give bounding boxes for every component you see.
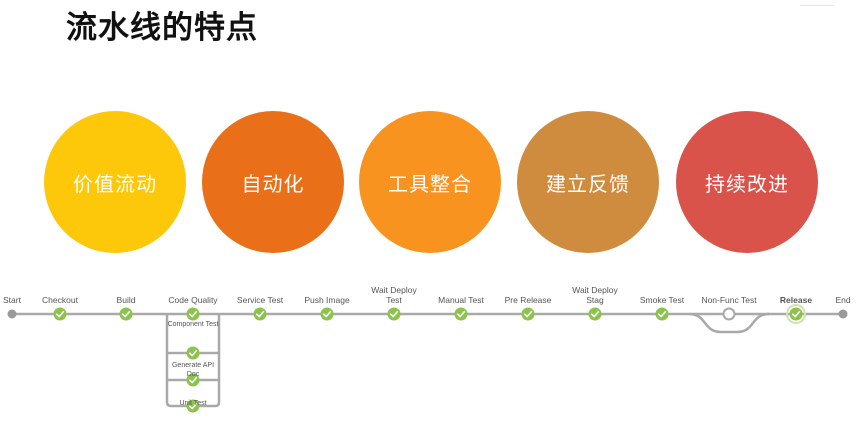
feature-label: 工具整合 [388, 171, 472, 196]
stage-label: Smoke Test [640, 295, 685, 305]
parallel-stage-node-check [189, 376, 198, 384]
stage-node [119, 307, 133, 321]
stage-node [454, 307, 468, 321]
parallel-branch-left [165, 314, 193, 408]
parallel-stage-node-check [189, 349, 198, 357]
non-func-branch [688, 312, 770, 334]
stage-node [722, 307, 736, 321]
stage-label: Service Test [237, 295, 284, 305]
stage-node-check [658, 310, 667, 318]
parallel-stage-node [186, 346, 200, 360]
stage-node [655, 307, 669, 321]
stage-label: Code Quality [168, 295, 218, 305]
parallel-stage-node [186, 373, 200, 387]
end-node [838, 309, 848, 319]
feature-label: 建立反馈 [546, 171, 630, 196]
stage-node-check [189, 310, 198, 318]
start-node [7, 309, 17, 319]
end-label: End [835, 295, 850, 305]
feature-circle-continuous-improvement: 持续改进 [676, 111, 818, 253]
feature-circle-automation: 自动化 [202, 111, 344, 253]
stage-node-halo [786, 304, 806, 324]
stage-node [320, 307, 334, 321]
page-title: 流水线的特点 [66, 10, 258, 46]
start-label: Start [3, 295, 22, 305]
parallel-stage-label: Component Test [168, 321, 219, 328]
parallel-stage-label: Generate API [172, 362, 214, 369]
stage-node [789, 307, 803, 321]
parallel-stage-node [186, 399, 200, 413]
stage-label: Stag [586, 295, 604, 305]
stage-node [253, 307, 267, 321]
corner-mark [800, 0, 834, 6]
stage-node [588, 307, 602, 321]
stage-node-check [457, 310, 466, 318]
stage-node [53, 307, 67, 321]
stage-node-check [524, 310, 533, 318]
stage-label: Wait Deploy [371, 285, 417, 295]
stage-node-check [323, 310, 332, 318]
stage-node-check [792, 310, 801, 318]
feature-label: 自动化 [241, 171, 305, 196]
stage-label: Release [780, 295, 812, 305]
parallel-stage-node-check [189, 402, 198, 410]
stage-label: Push Image [304, 295, 350, 305]
feature-circle-value-flow: 价值流动 [44, 111, 186, 253]
stage-label: Wait Deploy [572, 285, 618, 295]
stage-node-check [256, 310, 265, 318]
stage-node-check [56, 310, 65, 318]
parallel-branch-right [193, 314, 221, 408]
feature-circle-feedback: 建立反馈 [517, 111, 659, 253]
stage-label: Build [117, 295, 136, 305]
feature-label: 持续改进 [705, 171, 789, 196]
parallel-stage-label: Unit Test [179, 400, 206, 407]
stage-node [387, 307, 401, 321]
stage-node [521, 307, 535, 321]
stage-label: Test [386, 295, 402, 305]
stage-label: Pre Release [505, 295, 552, 305]
stage-node-check [591, 310, 600, 318]
feature-circle-tool-integration: 工具整合 [359, 111, 501, 253]
pipeline-diagram: Start End Checkout Build Code QualityCompone… [3, 285, 851, 413]
stage-node [186, 307, 200, 321]
feature-label: 价值流动 [73, 171, 157, 196]
stage-node-check [122, 310, 131, 318]
stage-label: Manual Test [438, 295, 484, 305]
stage-label: Checkout [42, 295, 79, 305]
stage-label: Non-Func Test [701, 295, 757, 305]
parallel-stage-label: Doc [187, 371, 200, 378]
stage-node-check [390, 310, 399, 318]
